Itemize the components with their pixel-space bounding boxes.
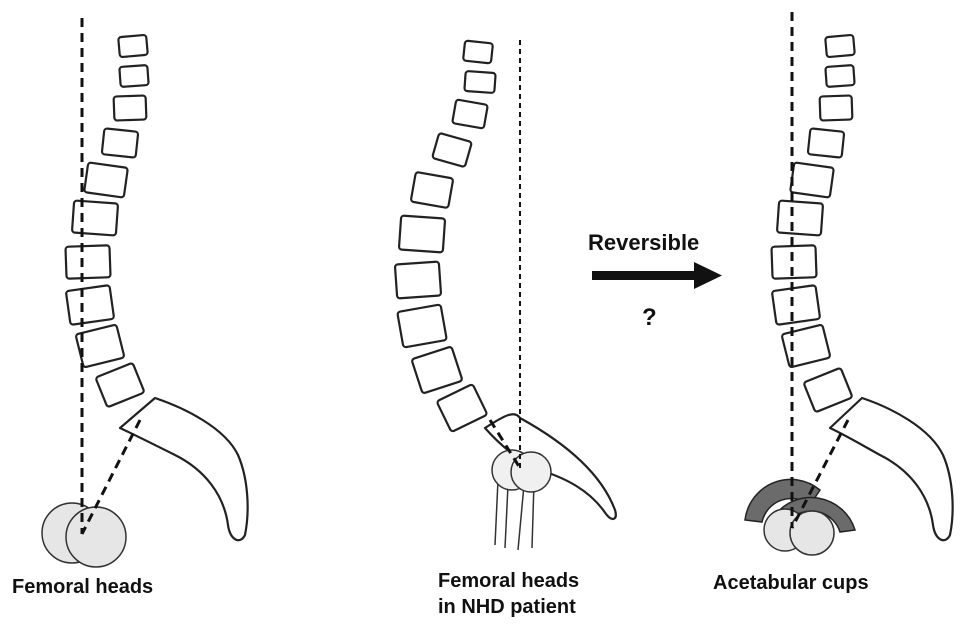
panel-nhd — [395, 40, 616, 550]
vertebra — [820, 95, 853, 120]
vertebra — [825, 65, 854, 87]
label-acetabular-cups: Acetabular cups — [713, 570, 869, 596]
vertebra — [772, 285, 820, 325]
vertebra — [118, 35, 148, 57]
vertebra — [782, 324, 831, 367]
vertebra — [411, 172, 454, 208]
vertebrae-cups — [771, 35, 854, 413]
vertebrae-normal — [65, 35, 148, 408]
vertebra — [464, 71, 495, 93]
vertebra — [72, 201, 118, 236]
label-femoral-heads: Femoral heads — [12, 574, 153, 600]
panel-cups — [745, 12, 953, 555]
vertebra — [463, 41, 493, 64]
femoral-head-right — [66, 507, 126, 567]
vertebra — [114, 95, 147, 120]
vertebra — [771, 245, 816, 279]
vertebrae-nhd — [395, 41, 496, 432]
vertebra — [437, 384, 488, 432]
label-nhd-line1: Femoral heads — [438, 568, 579, 594]
femoral-head-nhd-right — [511, 452, 551, 492]
vertebra — [452, 99, 488, 128]
vertebra — [399, 216, 445, 253]
label-question: ? — [642, 305, 657, 331]
label-reversible: Reversible — [588, 230, 699, 256]
vertebra — [825, 35, 855, 57]
panel-normal — [42, 18, 248, 567]
vertebra — [65, 245, 110, 279]
vertebra — [803, 368, 852, 413]
vertebra — [808, 128, 845, 157]
vertebra — [411, 346, 462, 393]
vertebra — [790, 162, 834, 197]
vertebra — [119, 65, 148, 87]
vertebra — [432, 133, 472, 167]
vertebra — [395, 262, 441, 299]
vertebra — [777, 201, 823, 236]
sacrum — [120, 398, 248, 540]
label-nhd-line2: in NHD patient — [438, 594, 576, 620]
vertebra — [66, 285, 114, 325]
vertebra — [397, 304, 447, 347]
vertebra — [95, 363, 144, 408]
vertebra — [76, 324, 125, 367]
vertebra — [102, 128, 139, 157]
reversible-arrow — [592, 262, 722, 289]
vertebra — [84, 162, 128, 197]
